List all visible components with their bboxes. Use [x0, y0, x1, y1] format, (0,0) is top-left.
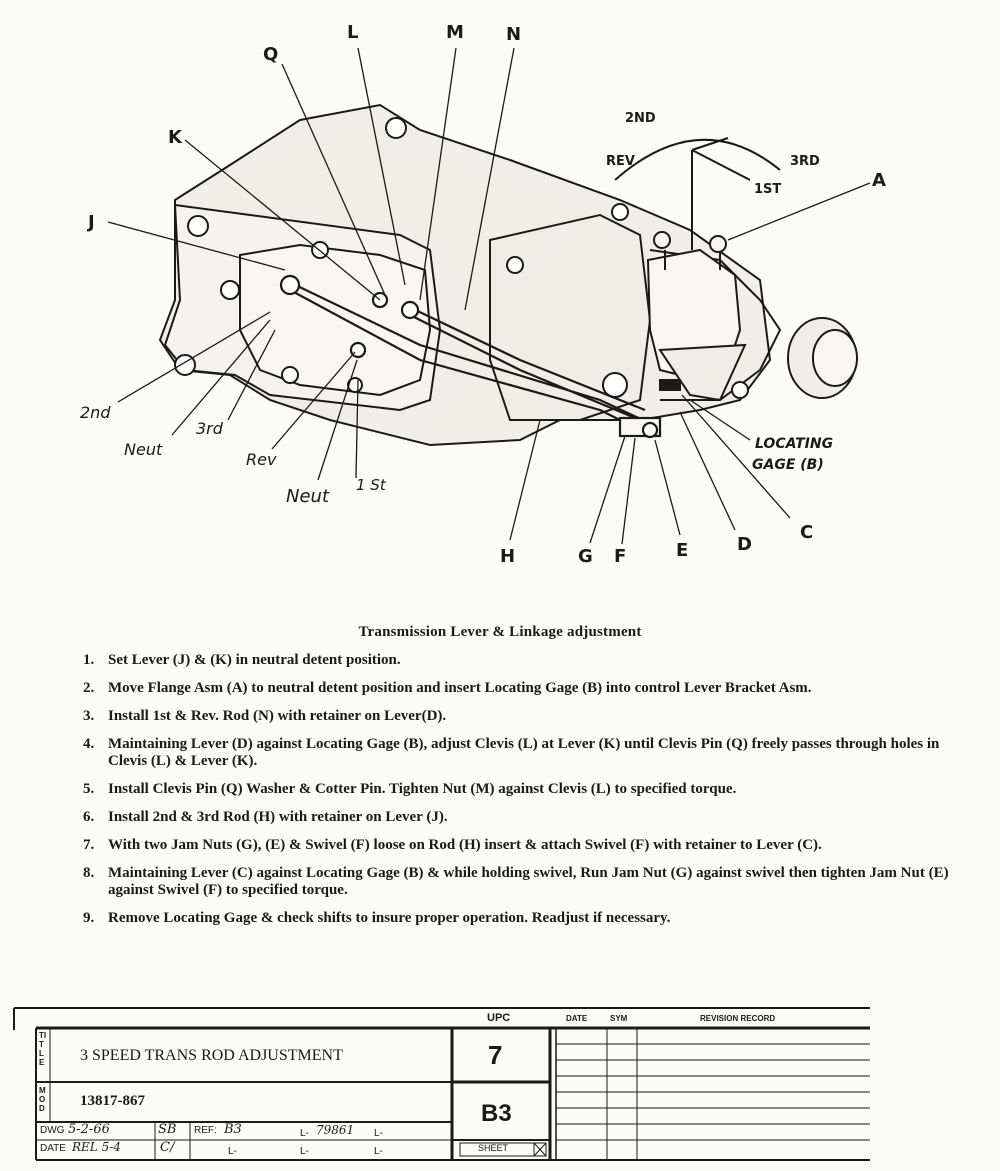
drawing-title: 3 SPEED TRANS ROD ADJUSTMENT [80, 1047, 343, 1064]
step-number: 5. [83, 781, 95, 797]
pos-2nd: 2nd [80, 403, 111, 422]
step-item: 7. With two Jam Nuts (G), (E) & Swivel (F… [83, 837, 953, 854]
date-column-label: DATE [566, 1014, 588, 1023]
callout-m: M [446, 22, 464, 43]
callout-g: G [578, 546, 593, 567]
step-text: Move Flange Asm (A) to neutral detent po… [108, 680, 812, 696]
step-item: 6. Install 2nd & 3rd Rod (H) with retaine… [83, 809, 953, 826]
step-number: 7. [83, 837, 95, 853]
upc-value: 7 [488, 1040, 503, 1070]
pattern-2nd: 2ND [625, 111, 656, 126]
date-row-label: DATE [40, 1143, 66, 1154]
step-text: Install 2nd & 3rd Rod (H) with retainer … [108, 809, 448, 825]
dwg-label: DWG [40, 1125, 65, 1136]
l-field-5-label: L- [374, 1146, 383, 1157]
step-text: With two Jam Nuts (G), (E) & Swivel (F) … [108, 837, 822, 853]
step-item: 3. Install 1st & Rev. Rod (N) with retain… [83, 708, 953, 725]
step-number: 8. [83, 865, 95, 881]
title-side-label: TITLE [39, 1031, 47, 1067]
dwg-date: 5-2-66 [68, 1122, 110, 1137]
step-item: 5. Install Clevis Pin (Q) Washer & Cotter… [83, 781, 953, 798]
l-field-2-label: L- [374, 1128, 383, 1139]
l-field-1-value: 79861 [316, 1123, 355, 1137]
control-lever-bracket [646, 231, 747, 402]
l-field-3-label: L- [228, 1146, 237, 1157]
callout-f: F [614, 546, 626, 567]
pos-neut-2: Neut [286, 486, 330, 507]
pattern-rev: REV [606, 154, 635, 169]
callout-q: Q [263, 44, 278, 65]
callout-letters: Q L M N K J A H G F E D C [86, 22, 886, 567]
instruction-steps: 1. Set Lever (J) & (K) in neutral detent … [83, 652, 953, 938]
step-text: Set Lever (J) & (K) in neutral detent po… [108, 652, 401, 668]
gage-label-line1: LOCATING [755, 436, 833, 452]
dwg-initials: SB [158, 1122, 177, 1137]
callout-d: D [737, 534, 752, 555]
callout-l: L [347, 22, 358, 43]
transmission-housing [158, 103, 858, 447]
callout-h: H [500, 546, 515, 567]
pos-rev: Rev [246, 450, 277, 469]
step-number: 2. [83, 680, 95, 696]
date-value: REL 5-4 [72, 1140, 121, 1154]
step-text: Remove Locating Gage & check shifts to i… [108, 910, 671, 926]
step-item: 9. Remove Locating Gage & check shifts to… [83, 910, 953, 927]
gage-label-line2: GAGE (B) [752, 457, 824, 473]
step-item: 2. Move Flange Asm (A) to neutral detent … [83, 680, 953, 697]
lever-position-labels: 2nd Neut 3rd Rev Neut 1 St [80, 403, 387, 507]
revision-record-label: REVISION RECORD [700, 1014, 776, 1023]
pos-3rd: 3rd [196, 419, 224, 438]
callout-leaders [107, 47, 871, 545]
l-field-1-label: L- [300, 1128, 309, 1139]
upc-code: B3 [481, 1100, 512, 1127]
figure-caption: Transmission Lever & Linkage adjustment [358, 624, 642, 640]
pattern-3rd: 3RD [790, 154, 820, 169]
date-initials: C/ [160, 1140, 175, 1155]
sym-column-label: SYM [610, 1014, 628, 1023]
pattern-1st: 1ST [754, 182, 781, 197]
upc-label: UPC [487, 1012, 511, 1024]
title-block: UPC DATE SYM REVISION RECORD TITLE 3 SPE… [0, 1000, 1000, 1171]
step-item: 8. Maintaining Lever (C) against Locating… [83, 865, 953, 899]
callout-a: A [872, 170, 886, 191]
step-item: 1. Set Lever (J) & (K) in neutral detent … [83, 652, 953, 669]
callout-c: C [800, 522, 813, 543]
step-number: 6. [83, 809, 95, 825]
sheet-label: SHEET [478, 1143, 509, 1153]
pos-neut-1: Neut [124, 440, 163, 459]
step-item: 4. Maintaining Lever (D) against Locating… [83, 736, 953, 770]
mod-side-label: MOD [39, 1086, 46, 1113]
callout-k: K [168, 127, 183, 148]
step-text: Maintaining Lever (C) against Locating G… [108, 865, 949, 898]
l-field-4-label: L- [300, 1146, 309, 1157]
ref-value: B3 [224, 1122, 242, 1137]
title-block-frame [13, 1007, 870, 1161]
callout-n: N [506, 24, 521, 45]
callout-e: E [676, 540, 688, 561]
callout-j: J [86, 212, 95, 233]
shift-pattern-indicator [614, 137, 781, 250]
step-number: 9. [83, 910, 95, 926]
pos-1st: 1 St [356, 476, 387, 494]
step-text: Maintaining Lever (D) against Locating G… [108, 736, 940, 769]
mod-number: 13817-867 [80, 1093, 145, 1109]
step-number: 3. [83, 708, 95, 724]
step-text: Install Clevis Pin (Q) Washer & Cotter P… [108, 781, 737, 797]
locating-gage-label: LOCATING GAGE (B) [752, 436, 833, 473]
ref-label: REF: [194, 1125, 217, 1136]
step-text: Install 1st & Rev. Rod (N) with retainer… [108, 708, 447, 724]
transmission-linkage-diagram: Q L M N K J A H G F E D C 2ND 3RD REV 1S… [80, 22, 886, 567]
step-number: 1. [83, 652, 95, 668]
step-number: 4. [83, 736, 95, 752]
shift-pattern-labels: 2ND 3RD REV 1ST [606, 111, 820, 197]
